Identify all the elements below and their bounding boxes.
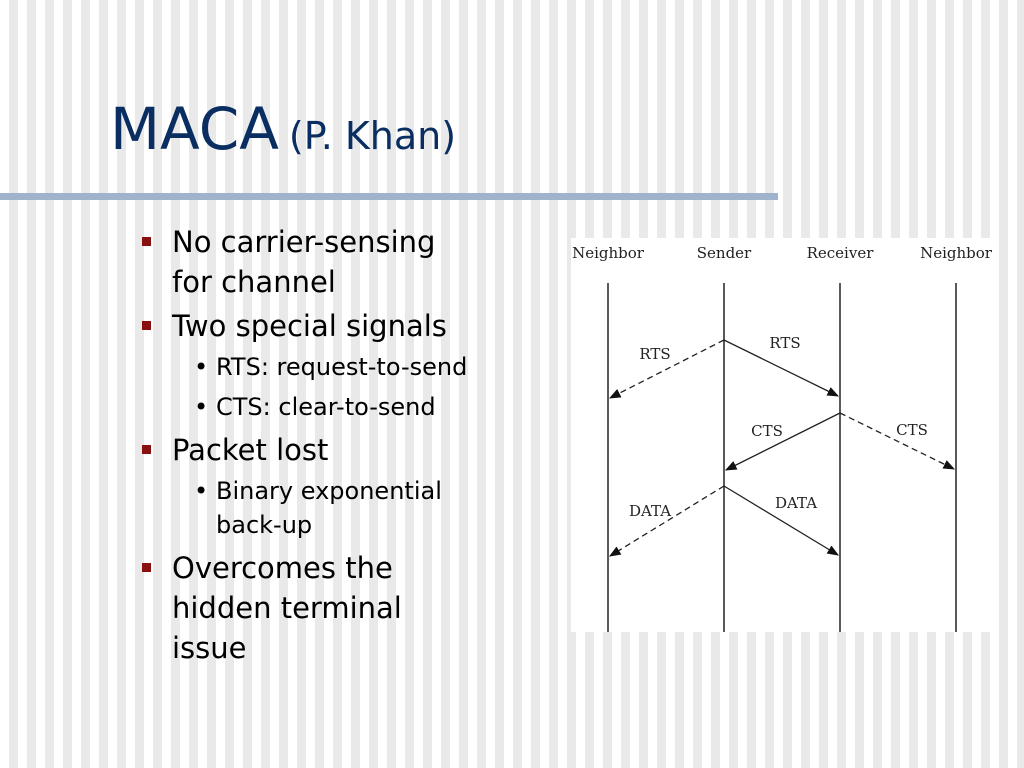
title-subtitle: (P. Khan)	[288, 114, 457, 158]
bullet-item: No carrier-sensing for channel	[138, 222, 538, 302]
sub-bullet-item: • RTS: request-to-send	[138, 350, 538, 384]
square-bullet-icon	[142, 563, 151, 572]
slide-title: MACA(P. Khan)	[110, 100, 456, 158]
sub-bullet-line: RTS: request-to-send	[216, 353, 468, 381]
message-arrow-cts-dashed	[839, 412, 956, 470]
bullet-line: for channel	[172, 265, 336, 299]
bullet-item: Two special signals	[138, 306, 538, 346]
bullet-line: Packet lost	[172, 433, 329, 467]
square-bullet-icon	[142, 445, 151, 454]
square-bullet-icon	[142, 237, 151, 246]
bullet-line: hidden terminal	[172, 591, 402, 625]
title-main: MACA	[110, 95, 279, 163]
message-label-data-right: DATA	[775, 494, 817, 512]
title-divider	[0, 193, 778, 200]
message-arrow-rts-solid	[723, 339, 840, 397]
message-label-data-left: DATA	[629, 502, 671, 520]
bullet-line: No carrier-sensing	[172, 225, 436, 259]
message-label-rts-right: RTS	[769, 334, 800, 352]
square-bullet-icon	[142, 321, 151, 330]
bullet-line: issue	[172, 631, 247, 665]
bullet-line: Two special signals	[172, 309, 447, 343]
round-bullet-icon: •	[194, 393, 209, 421]
message-label-cts-left: CTS	[751, 422, 783, 440]
message-arrow-rts-dashed	[608, 339, 725, 399]
bullet-item: Packet lost	[138, 430, 538, 470]
bullet-item: Overcomes the hidden terminal issue	[138, 548, 538, 668]
sub-bullet-line: back-up	[216, 511, 313, 539]
node-label-sender: Sender	[697, 244, 752, 262]
sub-bullet-item: • CTS: clear-to-send	[138, 390, 538, 424]
node-label-neighbor-right: Neighbor	[920, 244, 993, 262]
message-arrow-cts-solid	[724, 412, 841, 471]
timing-diagram-svg: Neighbor Sender Receiver Neighbor RTS RT…	[572, 244, 993, 632]
maca-timing-diagram: Neighbor Sender Receiver Neighbor RTS RT…	[571, 238, 995, 632]
sub-bullet-line: CTS: clear-to-send	[216, 393, 436, 421]
node-label-receiver: Receiver	[807, 244, 875, 262]
bullet-line: Overcomes the	[172, 551, 393, 585]
round-bullet-icon: •	[194, 353, 209, 381]
message-arrow-data-dashed	[609, 485, 725, 557]
message-label-rts-left: RTS	[639, 345, 670, 363]
sub-bullet-line: Binary exponential	[216, 477, 442, 505]
sub-bullet-item: • Binary exponential back-up	[138, 474, 538, 542]
round-bullet-icon: •	[194, 477, 209, 505]
bullet-list: No carrier-sensing for channel Two speci…	[138, 222, 538, 672]
node-label-neighbor-left: Neighbor	[572, 244, 645, 262]
message-label-cts-right: CTS	[896, 421, 928, 439]
message-arrow-data-solid	[723, 485, 840, 556]
